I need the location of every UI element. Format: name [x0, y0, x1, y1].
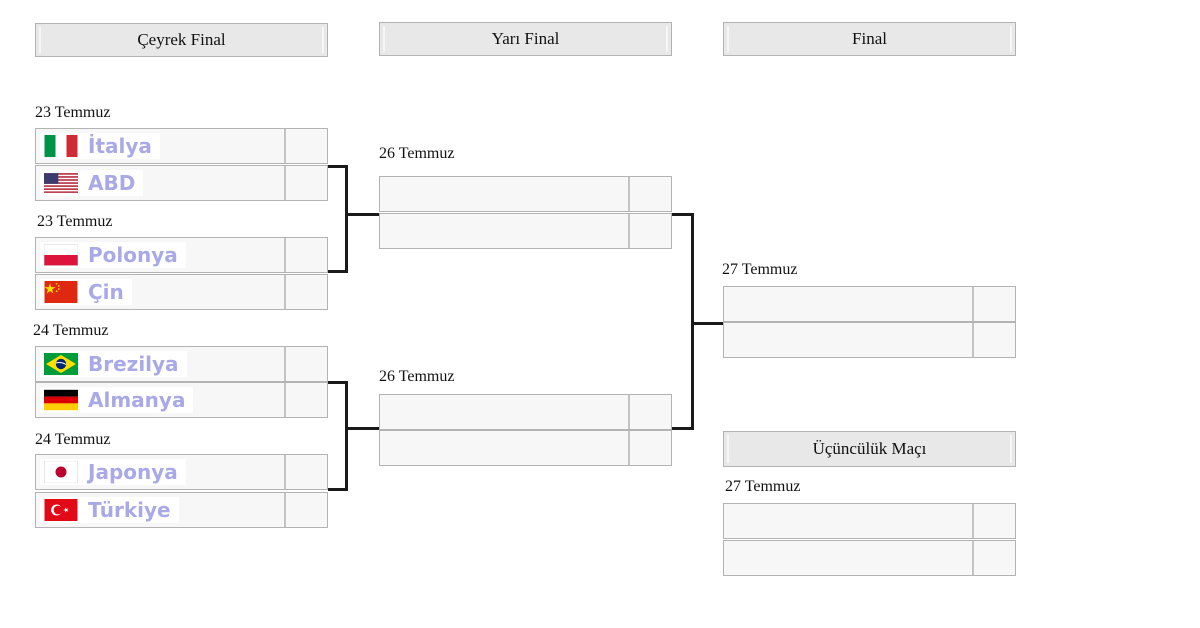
- china-flag-icon: [44, 281, 78, 303]
- team-name: Çin: [88, 280, 124, 304]
- match-date: 24 Temmuz: [33, 322, 109, 339]
- team-name: ABD: [88, 171, 136, 195]
- bracket-connector: [345, 427, 379, 430]
- team-slot[interactable]: Brezilya: [35, 346, 328, 382]
- header-semifinal: Yarı Final: [379, 22, 672, 56]
- match-date: 23 Temmuz: [37, 213, 113, 230]
- italy-flag-icon: [44, 135, 78, 157]
- team-slot[interactable]: Polonya: [35, 237, 328, 273]
- team-slot[interactable]: ABD: [35, 165, 328, 201]
- team-slot[interactable]: [379, 176, 672, 212]
- score-cell[interactable]: [284, 347, 327, 381]
- header-final-label: Final: [852, 29, 887, 48]
- usa-flag-icon: [44, 172, 78, 194]
- score-cell[interactable]: [284, 238, 327, 272]
- turkey-flag-icon: [44, 499, 78, 521]
- match-date: 23 Temmuz: [35, 104, 111, 121]
- team-slot[interactable]: [379, 394, 672, 430]
- match-date: 27 Temmuz: [725, 478, 801, 495]
- team-entry: İtalya: [40, 133, 160, 159]
- team-entry: Almanya: [40, 387, 194, 413]
- score-cell[interactable]: [284, 129, 327, 163]
- score-cell[interactable]: [284, 455, 327, 489]
- header-semifinal-label: Yarı Final: [491, 29, 560, 48]
- team-name: Almanya: [88, 388, 186, 412]
- score-cell[interactable]: [284, 493, 327, 527]
- team-slot[interactable]: Türkiye: [35, 492, 328, 528]
- bracket-connector: [328, 381, 348, 384]
- bracket-connector: [672, 213, 694, 216]
- score-cell[interactable]: [972, 287, 1015, 321]
- team-name: Polonya: [88, 243, 178, 267]
- team-entry: Polonya: [40, 242, 186, 268]
- header-final: Final: [723, 22, 1016, 56]
- team-entry: Türkiye: [40, 497, 179, 523]
- match-date: 27 Temmuz: [722, 261, 798, 278]
- team-entry: Çin: [40, 279, 132, 305]
- bracket-connector: [691, 213, 694, 430]
- score-cell[interactable]: [284, 383, 327, 417]
- team-entry: ABD: [40, 170, 144, 196]
- match-date: 24 Temmuz: [35, 431, 111, 448]
- match-date: 26 Temmuz: [379, 145, 455, 162]
- bracket-connector: [345, 381, 348, 491]
- score-cell[interactable]: [628, 177, 671, 211]
- score-cell[interactable]: [628, 431, 671, 465]
- match-date: 26 Temmuz: [379, 368, 455, 385]
- team-slot[interactable]: Almanya: [35, 382, 328, 418]
- team-entry: Japonya: [40, 459, 186, 485]
- team-name: Türkiye: [88, 498, 171, 522]
- team-entry: Brezilya: [40, 351, 187, 377]
- bracket-connector: [345, 213, 379, 216]
- team-slot[interactable]: [379, 213, 672, 249]
- score-cell[interactable]: [972, 541, 1015, 575]
- bracket-connector: [691, 322, 723, 325]
- score-cell[interactable]: [284, 166, 327, 200]
- score-cell[interactable]: [284, 275, 327, 309]
- bracket-connector: [328, 270, 348, 273]
- team-name: Japonya: [88, 460, 178, 484]
- bracket-connector: [345, 165, 348, 273]
- team-name: İtalya: [88, 134, 152, 158]
- brazil-flag-icon: [44, 353, 78, 375]
- germany-flag-icon: [44, 389, 78, 411]
- team-slot[interactable]: [723, 503, 1016, 539]
- header-third-place-label: Üçüncülük Maçı: [812, 439, 927, 458]
- team-name: Brezilya: [88, 352, 179, 376]
- bracket-connector: [672, 427, 694, 430]
- bracket-connector: [328, 165, 348, 168]
- team-slot[interactable]: [723, 286, 1016, 322]
- japan-flag-icon: [44, 461, 78, 483]
- bracket-connector: [328, 488, 348, 491]
- score-cell[interactable]: [628, 395, 671, 429]
- score-cell[interactable]: [972, 323, 1015, 357]
- team-slot[interactable]: [723, 322, 1016, 358]
- team-slot[interactable]: [723, 540, 1016, 576]
- header-third-place: Üçüncülük Maçı: [723, 431, 1016, 467]
- team-slot[interactable]: [379, 430, 672, 466]
- header-quarterfinal-label: Çeyrek Final: [137, 30, 226, 49]
- header-quarterfinal: Çeyrek Final: [35, 23, 328, 57]
- score-cell[interactable]: [972, 504, 1015, 538]
- team-slot[interactable]: İtalya: [35, 128, 328, 164]
- team-slot[interactable]: Japonya: [35, 454, 328, 490]
- score-cell[interactable]: [628, 214, 671, 248]
- team-slot[interactable]: Çin: [35, 274, 328, 310]
- poland-flag-icon: [44, 244, 78, 266]
